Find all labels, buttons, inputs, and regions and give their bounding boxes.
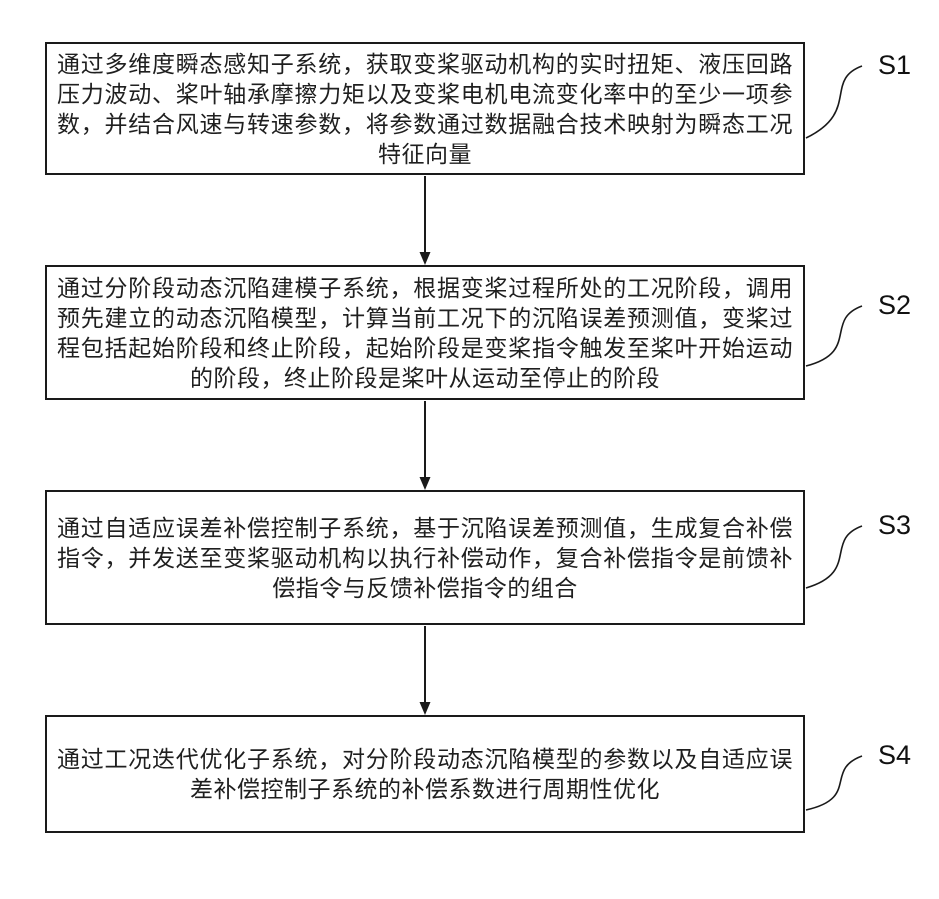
step-label-s3: S3 (878, 510, 912, 540)
leader-line-s1 (805, 65, 863, 139)
flow-arrow-3 (419, 626, 431, 715)
step-text-s1: 通过多维度瞬态感知子系统，获取变桨驱动机构的实时扭矩、液压回路压力波动、桨叶轴承… (57, 50, 793, 167)
step-label-s2: S2 (878, 290, 912, 320)
step-box-s2: 通过分阶段动态沉陷建模子系统，根据变桨过程所处的工况阶段，调用预先建立的动态沉陷… (45, 265, 805, 400)
step-box-s4: 通过工况迭代优化子系统，对分阶段动态沉陷模型的参数以及自适应误差补偿控制子系统的… (45, 715, 805, 833)
flow-arrow-2 (419, 401, 431, 490)
step-label-s4: S4 (878, 740, 912, 770)
step-box-s3: 通过自适应误差补偿控制子系统，基于沉陷误差预测值，生成复合补偿指令，并发送至变桨… (45, 490, 805, 625)
step-text-s4: 通过工况迭代优化子系统，对分阶段动态沉陷模型的参数以及自适应误差补偿控制子系统的… (57, 746, 793, 802)
leader-line-s3 (805, 525, 863, 589)
step-text-s2: 通过分阶段动态沉陷建模子系统，根据变桨过程所处的工况阶段，调用预先建立的动态沉陷… (57, 274, 793, 391)
flow-arrow-1 (419, 176, 431, 265)
leader-line-s4 (805, 755, 863, 811)
leader-line-s2 (805, 305, 863, 367)
step-label-s1: S1 (878, 50, 912, 80)
step-box-s1: 通过多维度瞬态感知子系统，获取变桨驱动机构的实时扭矩、液压回路压力波动、桨叶轴承… (45, 42, 805, 175)
step-text-s3: 通过自适应误差补偿控制子系统，基于沉陷误差预测值，生成复合补偿指令，并发送至变桨… (57, 514, 793, 601)
